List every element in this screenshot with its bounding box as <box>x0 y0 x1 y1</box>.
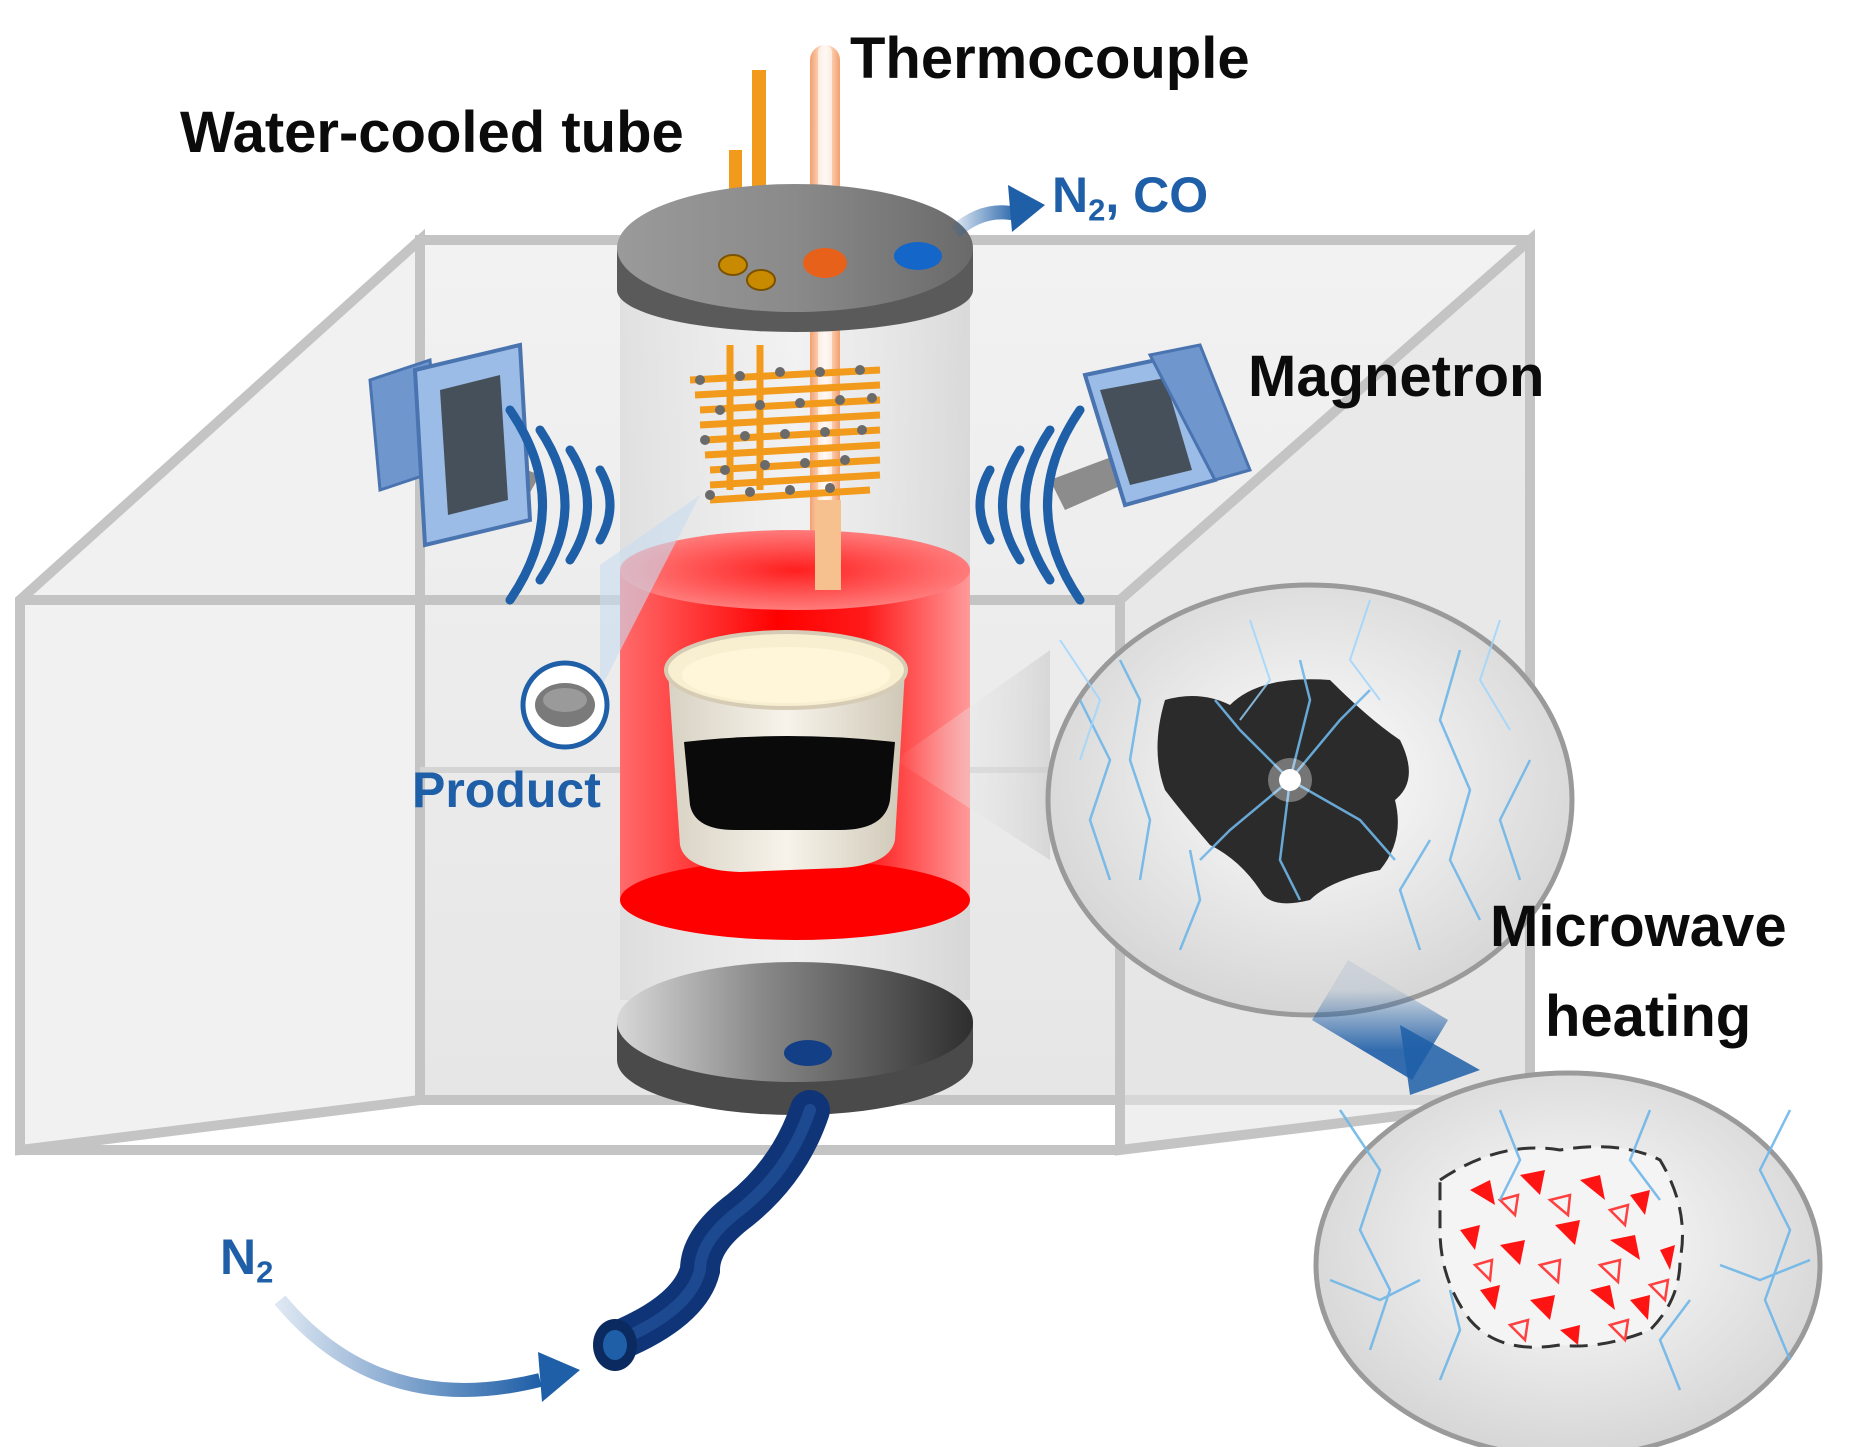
inlet-hose <box>593 1090 830 1371</box>
top-lid <box>617 184 973 332</box>
microwave-waves-left <box>505 405 615 605</box>
magnetron-label: Magnetron <box>1248 344 1545 409</box>
crucible <box>664 630 908 872</box>
heating-label: heating <box>1545 984 1752 1049</box>
coil-particles <box>695 365 877 500</box>
inlet-gas: N <box>220 1229 257 1285</box>
inlet-gas-label: N2 <box>220 1232 273 1288</box>
outlet-gas-a: N <box>1052 167 1089 223</box>
inlet-gas-subscript: 2 <box>256 1254 274 1290</box>
zoom-bubble-fragmentation <box>1313 1070 1823 1447</box>
outlet-gas-a-subscript: 2 <box>1088 192 1106 228</box>
water-cooled-tube-label: Water-cooled tube <box>180 100 684 165</box>
outlet-gas-b: , CO <box>1105 167 1209 223</box>
outlet-arrow <box>950 205 1022 238</box>
magnetron-right <box>1050 343 1253 510</box>
sample-charcoal <box>684 736 895 830</box>
microwave-label: Microwave <box>1490 894 1787 959</box>
product-label: Product <box>412 762 601 818</box>
inlet-arrow <box>274 1295 542 1397</box>
thermocouple-label: Thermocouple <box>850 26 1250 91</box>
bottom-lid <box>617 962 973 1115</box>
charcoal-particle <box>1157 679 1409 904</box>
microwave-waves-right <box>975 405 1085 605</box>
product-inset <box>520 495 700 750</box>
magnetron-left <box>368 342 540 548</box>
zoom-funnel <box>895 650 1050 860</box>
outlet-gas-label: N2, CO <box>1052 170 1208 226</box>
zoom-bubble-microwave-heating <box>1045 582 1575 1018</box>
